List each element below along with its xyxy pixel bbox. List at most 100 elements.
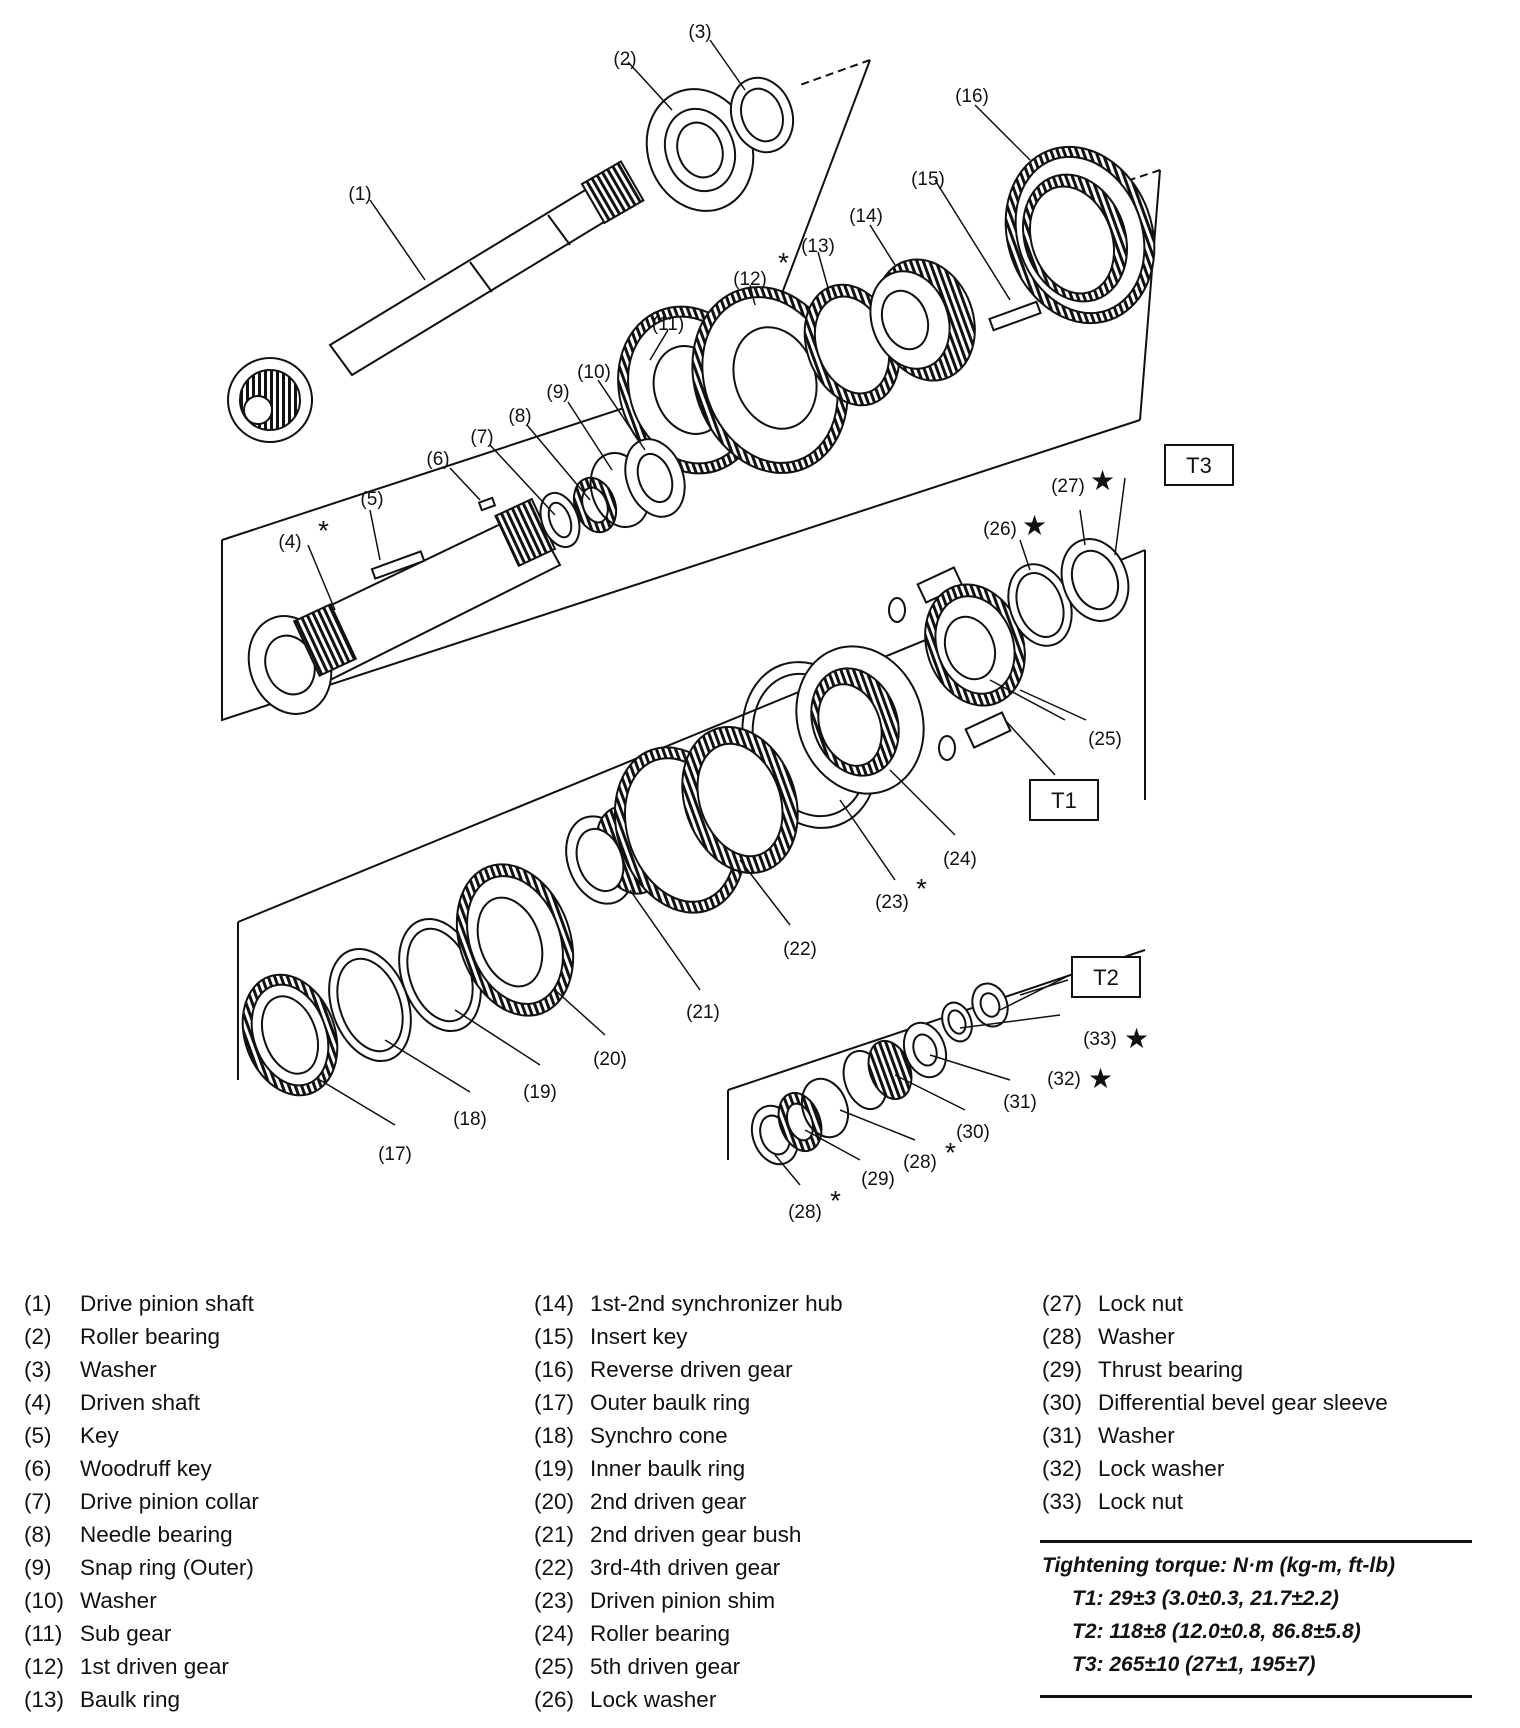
callout-15: (15) xyxy=(911,169,945,190)
legend-item: (33)Lock nut xyxy=(1042,1489,1184,1514)
callout-24: (24) xyxy=(943,849,977,870)
legend-item: (1)Drive pinion shaft xyxy=(24,1291,254,1316)
asterisk-mark-4: * xyxy=(318,515,329,546)
star-mark-26: ★ xyxy=(1022,510,1047,541)
asterisk-mark-23: * xyxy=(916,873,927,904)
third-fourth-driven-gear-22 xyxy=(613,726,799,914)
driven-shaft-4 xyxy=(247,497,562,715)
legend-item: (22)3rd-4th driven gear xyxy=(534,1555,781,1580)
callout-16: (16) xyxy=(955,86,989,107)
outer-baulk-ring-17 xyxy=(241,973,339,1097)
legend-item: (10)Washer xyxy=(24,1588,157,1613)
callout-31: (31) xyxy=(1003,1092,1037,1113)
callout-27: (27) xyxy=(1051,476,1085,497)
leader-lines xyxy=(307,39,1126,1186)
legend-column-1: (1)Drive pinion shaft (2)Roller bearing … xyxy=(24,1287,259,1716)
callout-14: (14) xyxy=(849,206,883,227)
key-5 xyxy=(370,550,426,580)
callout-3: (3) xyxy=(688,22,711,43)
legend-item: (30)Differential bevel gear sleeve xyxy=(1042,1390,1388,1415)
callout-6: (6) xyxy=(426,449,449,470)
callout-22: (22) xyxy=(783,939,817,960)
callout-8: (8) xyxy=(508,406,531,427)
differential-bevel-gear-sleeve-30 xyxy=(842,1039,913,1111)
torque-heading: Tightening torque: N·m (kg-m, ft-lb) xyxy=(1042,1554,1396,1577)
legend-item: (5)Key xyxy=(24,1423,119,1448)
callout-7: (7) xyxy=(470,427,493,448)
lock-nut-27 xyxy=(1060,538,1130,622)
legend-item: (8)Needle bearing xyxy=(24,1522,233,1547)
torque-box-t2: T2 xyxy=(1071,956,1141,998)
synchro-cone-18 xyxy=(328,947,412,1063)
torque-box-t1: T1 xyxy=(1029,779,1099,821)
callout-2: (2) xyxy=(613,49,636,70)
asterisk-mark-12: * xyxy=(778,247,789,278)
callout-20: (20) xyxy=(593,1049,627,1070)
lock-nut-33 xyxy=(971,982,1009,1028)
legend-item: (17)Outer baulk ring xyxy=(534,1390,751,1415)
legend-item: (11)Sub gear xyxy=(24,1621,172,1646)
torque-t2: T2: 118±8 (12.0±0.8, 86.8±5.8) xyxy=(1072,1620,1361,1643)
legend-item: (7)Drive pinion collar xyxy=(24,1489,259,1514)
callout-9: (9) xyxy=(546,382,569,403)
roller-bearing-24 xyxy=(795,645,925,795)
callout-19: (19) xyxy=(523,1082,557,1103)
torque-t1: T1: 29±3 (3.0±0.3, 21.7±2.2) xyxy=(1072,1587,1339,1610)
legend-item: (21)2nd driven gear bush xyxy=(534,1522,802,1547)
legend-item: (13)Baulk ring xyxy=(24,1687,181,1712)
callout-32: (32) xyxy=(1047,1069,1081,1090)
legend-item: (4)Driven shaft xyxy=(24,1390,201,1415)
drive-pinion-shaft xyxy=(227,160,645,443)
callout-13: (13) xyxy=(801,236,835,257)
callout-17: (17) xyxy=(378,1144,412,1165)
callout-12: (12) xyxy=(733,269,767,290)
callout-1: (1) xyxy=(348,184,371,205)
washer-10 xyxy=(624,438,686,518)
callout-28-bottom: (28) xyxy=(788,1202,822,1223)
legend-item: (31)Washer xyxy=(1042,1423,1175,1448)
star-mark-32: ★ xyxy=(1088,1063,1113,1094)
callout-33: (33) xyxy=(1083,1029,1117,1050)
legend-item: (2)Roller bearing xyxy=(24,1324,221,1349)
legend-item: (9)Snap ring (Outer) xyxy=(24,1555,254,1580)
legend-item: (24)Roller bearing xyxy=(534,1621,731,1646)
legend-item: (32)Lock washer xyxy=(1042,1456,1225,1481)
asterisk-mark-28-bottom: * xyxy=(830,1185,841,1216)
callout-21: (21) xyxy=(686,1002,720,1023)
callout-26: (26) xyxy=(983,519,1017,540)
exploded-transmission-diagram: T3 T1 T2 (1) (2) (3) (4) (5) (6) (7) (8)… xyxy=(221,22,1234,1223)
legend-item: (29)Thrust bearing xyxy=(1042,1357,1244,1382)
callout-11: (11) xyxy=(652,314,684,335)
legend-item: (20)2nd driven gear xyxy=(534,1489,747,1514)
bolts xyxy=(888,566,1012,761)
legend-item: (15)Insert key xyxy=(534,1324,688,1349)
torque-t3: T3: 265±10 (27±1, 195±7) xyxy=(1072,1653,1316,1676)
callout-4: (4) xyxy=(278,532,301,553)
synchronizer-hub-14 xyxy=(869,258,976,382)
drive-pinion-collar-7 xyxy=(539,491,581,549)
marks: * * * * * ★ ★ ★ ★ xyxy=(318,247,1149,1216)
legend-item: (19)Inner baulk ring xyxy=(534,1456,746,1481)
callout-30: (30) xyxy=(956,1122,990,1143)
legend-item: (26)Lock washer xyxy=(534,1687,717,1712)
callout-10: (10) xyxy=(577,362,611,383)
legend-item: (12)1st driven gear xyxy=(24,1654,229,1679)
washer-3 xyxy=(729,76,795,154)
legend-item: (16)Reverse driven gear xyxy=(534,1357,793,1382)
callout-25: (25) xyxy=(1088,729,1122,750)
second-driven-gear-20 xyxy=(455,863,575,1017)
insert-key-15 xyxy=(988,300,1042,332)
callout-18: (18) xyxy=(453,1109,487,1130)
torque-box-t3: T3 xyxy=(1164,444,1234,486)
star-mark-33: ★ xyxy=(1124,1023,1149,1054)
reverse-driven-gear-16 xyxy=(1004,145,1156,325)
callout-28-top: (28) xyxy=(903,1152,937,1173)
callout-5: (5) xyxy=(360,489,383,510)
torque-box-t3-label: T3 xyxy=(1186,453,1212,478)
asterisk-mark-28-top: * xyxy=(945,1137,956,1168)
legend-column-3: (27)Lock nut (28)Washer (29)Thrust beari… xyxy=(1042,1287,1388,1518)
legend-item: (14)1st-2nd synchronizer hub xyxy=(534,1291,843,1316)
callout-23: (23) xyxy=(875,892,909,913)
legend-item: (3)Washer xyxy=(24,1357,157,1382)
legend-item: (25)5th driven gear xyxy=(534,1654,741,1679)
